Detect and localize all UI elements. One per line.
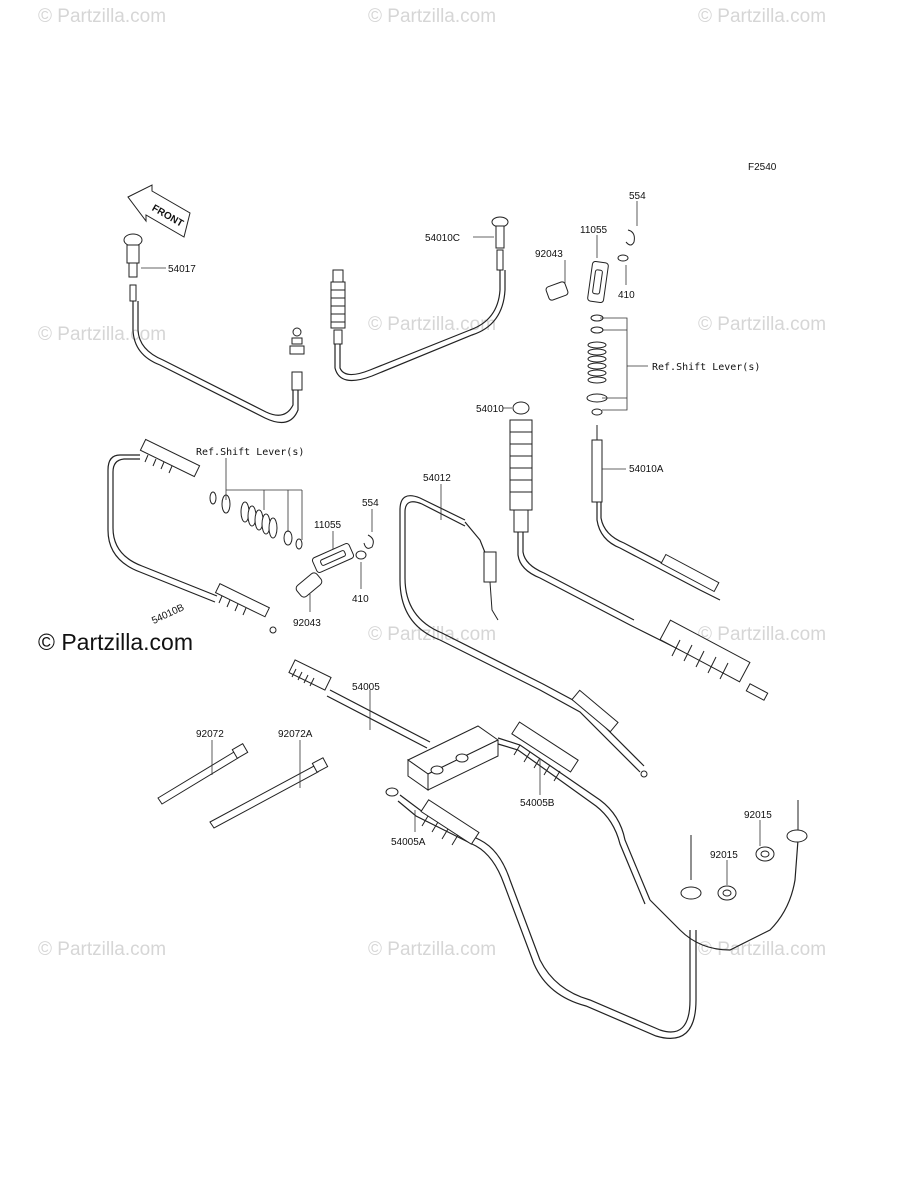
spring-icon bbox=[240, 501, 278, 539]
cable-clamp-icon bbox=[407, 725, 499, 791]
part-label: 11055 bbox=[580, 225, 608, 236]
part-label: 554 bbox=[629, 191, 646, 202]
cable-54010 bbox=[509, 401, 769, 701]
part-label: 54010 bbox=[476, 404, 504, 415]
part-label: 54017 bbox=[168, 264, 196, 275]
part-label: 54010A bbox=[629, 464, 664, 475]
watermark: © Partzilla.com bbox=[698, 314, 826, 335]
part-label: 54005 bbox=[352, 682, 380, 693]
part-label: 54010C bbox=[425, 233, 460, 244]
cable-tie-92072 bbox=[157, 742, 249, 805]
ref-label: Ref.Shift Lever(s) bbox=[196, 447, 304, 458]
cable-54017 bbox=[123, 233, 305, 424]
spring-icon bbox=[587, 341, 607, 384]
ref-label: Ref.Shift Lever(s) bbox=[652, 362, 760, 373]
cable-54005 bbox=[288, 659, 808, 1039]
part-label: 92043 bbox=[535, 249, 563, 260]
part-label: 54012 bbox=[423, 473, 451, 484]
cable-54010a bbox=[591, 425, 721, 601]
cable-54010b bbox=[107, 438, 277, 634]
watermark: © Partzilla.com bbox=[38, 324, 166, 345]
watermark: © Partzilla.com bbox=[698, 939, 826, 960]
watermark: © Partzilla.com bbox=[368, 939, 496, 960]
cable-54012 bbox=[399, 495, 648, 778]
watermark: © Partzilla.com bbox=[368, 624, 496, 645]
part-label: 554 bbox=[362, 498, 379, 509]
part-label: 92072 bbox=[196, 729, 224, 740]
shift-parts-top bbox=[545, 229, 635, 416]
watermark: © Partzilla.com bbox=[698, 624, 826, 645]
part-label: 92043 bbox=[293, 618, 321, 629]
figure-code: F2540 bbox=[748, 162, 777, 173]
part-label: 11055 bbox=[314, 520, 342, 531]
part-label: 54005B bbox=[520, 798, 555, 809]
front-arrow-icon: FRONT bbox=[127, 184, 191, 238]
watermark: © Partzilla.com bbox=[368, 6, 496, 27]
watermark-layer: © Partzilla.com © Partzilla.com © Partzi… bbox=[38, 6, 826, 960]
watermark: © Partzilla.com bbox=[38, 939, 166, 960]
nut-icon bbox=[717, 885, 737, 901]
part-label: 92015 bbox=[710, 850, 738, 861]
shift-parts-left bbox=[209, 491, 374, 598]
watermark-main: © Partzilla.com bbox=[38, 629, 193, 655]
part-label: 410 bbox=[352, 594, 369, 605]
watermark: © Partzilla.com bbox=[698, 6, 826, 27]
part-label: 92072A bbox=[278, 729, 313, 740]
cable-54010c bbox=[330, 216, 509, 382]
part-label: 54005A bbox=[391, 837, 426, 848]
leader-lines bbox=[141, 201, 761, 885]
part-label: 54010B bbox=[150, 602, 186, 627]
cable-tie-92072a bbox=[209, 757, 329, 829]
watermark: © Partzilla.com bbox=[368, 314, 496, 335]
part-label: 92015 bbox=[744, 810, 772, 821]
part-label: 410 bbox=[618, 290, 635, 301]
nut-icon bbox=[755, 846, 775, 862]
watermark: © Partzilla.com bbox=[38, 6, 166, 27]
part-labels: 54017 54010C 11055 554 92043 410 Ref.Shi… bbox=[150, 191, 772, 861]
